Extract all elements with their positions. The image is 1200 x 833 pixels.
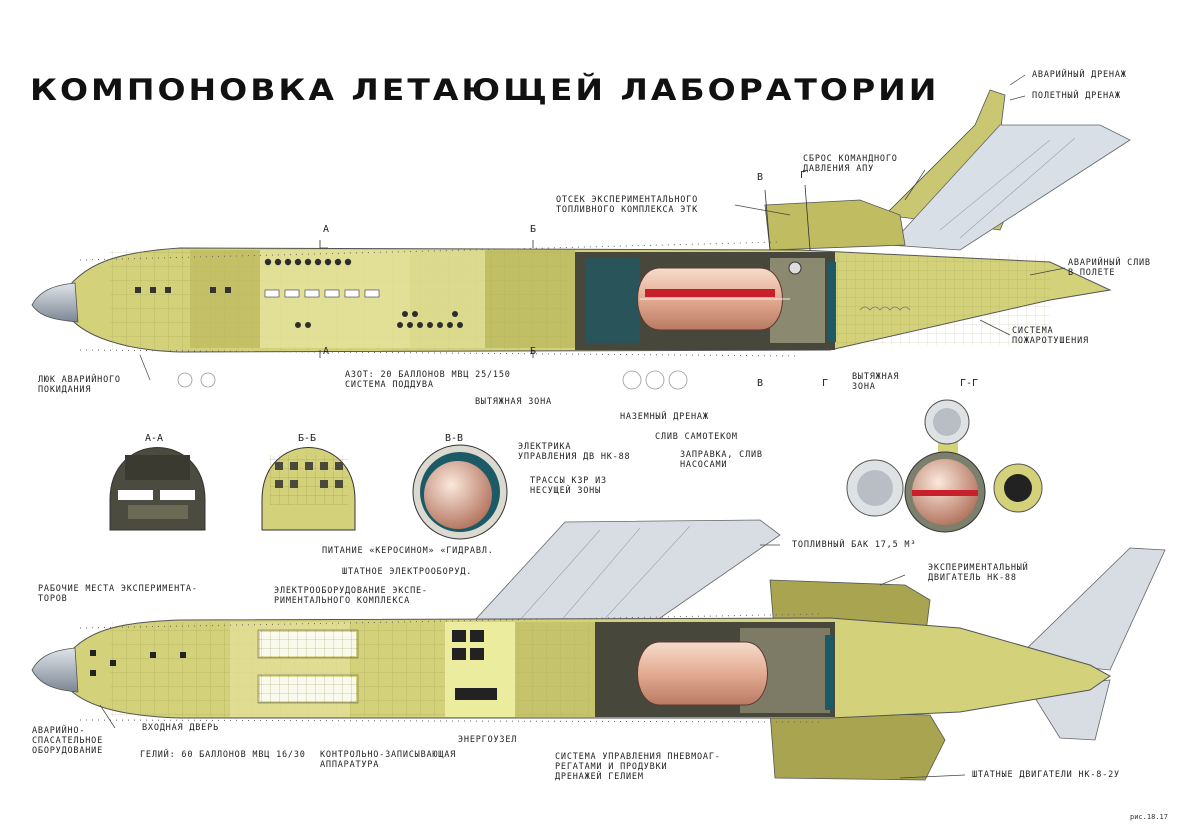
label-vent-zone-2: ВЫТЯЖНАЯ ЗОНА	[852, 372, 900, 392]
section-bb	[261, 447, 356, 531]
top-equipment-dots	[264, 258, 463, 328]
label-energy-unit: ЭНЕРГОУЗЕЛ	[458, 735, 518, 745]
bottom-engine-lower	[769, 711, 946, 781]
page-title: КОМПОНОВКА ЛЕТАЮЩЕЙ ЛАБОРАТОРИИ	[30, 72, 940, 108]
label-ground-drain: НАЗЕМНЫЙ ДРЕНАЖ	[620, 412, 709, 422]
label-flight-drain: ПОЛЕТНЫЙ ДРЕНАЖ	[1032, 91, 1121, 101]
top-seats	[264, 289, 380, 298]
label-fire-system: СИСТЕМА ПОЖАРОТУШЕНИЯ	[1012, 326, 1089, 346]
label-vent-zone-1: ВЫТЯЖНАЯ ЗОНА	[475, 397, 552, 407]
label-emergency-dump: АВАРИЙНЫЙ СЛИВ В ПОЛЕТЕ	[1068, 258, 1151, 278]
section-mark-a-bottom: А	[323, 346, 330, 357]
label-helium: ГЕЛИЙ: 60 баллонов МВЦ 16/30	[140, 750, 306, 760]
section-mark-v-bottom: В	[757, 378, 764, 389]
section-mark-a-top: А	[323, 224, 330, 235]
label-standard-engines: ШТАТНЫЕ ДВИГАТЕЛИ НК-8-2У	[972, 770, 1120, 780]
label-emergency-rescue: АВАРИЙНО- СПАСАТЕЛЬНОЕ ОБОРУДОВАНИЕ	[32, 726, 104, 756]
label-emergency-drain: АВАРИЙНЫЙ ДРЕНАЖ	[1032, 70, 1127, 80]
label-refuel-pumps: ЗАПРАВКА, СЛИВ НАСОСАМИ	[680, 450, 763, 470]
section-title-gg: Г-Г	[960, 378, 979, 389]
label-etc-compartment: ОТСЕК ЭКСПЕРИМЕНТАЛЬНОГО ТОПЛИВНОГО КОМП…	[556, 195, 699, 215]
label-cmd-pressure: СБРОС КОМАНДНОГО ДАВЛЕНИЯ АПУ	[803, 154, 898, 174]
section-mark-b-bottom: Б	[530, 346, 537, 357]
bottom-cryo-tank	[637, 641, 768, 706]
section-mark-g-top: Г	[800, 170, 807, 181]
bottom-nose-cone	[31, 647, 79, 693]
label-control-apparatus: КОНТРОЛЬНО-ЗАПИСЫВАЮЩАЯ АППАРАТУРА	[320, 750, 457, 770]
top-aircraft-section-view	[31, 89, 1131, 358]
section-mark-v-top: В	[757, 172, 764, 183]
label-supply-system: АЗОТ: 20 баллонов МВЦ 25/150 СИСТЕМА ПОД…	[345, 370, 511, 390]
label-electro-exp: ЭЛЕКТРООБОРУДОВАНИЕ ЭКСПЕ- РИМЕНТАЛЬНОГО…	[274, 586, 428, 606]
section-mark-g-bottom: Г	[822, 378, 829, 389]
leader-lines	[99, 74, 1066, 779]
label-fuel-tank: ТОПЛИВНЫЙ БАК 17,5 м³	[792, 540, 917, 550]
top-engine-nacelle	[764, 199, 906, 251]
label-routes: ТРАССЫ КЗР ИЗ НЕСУЩЕЙ ЗОНЫ	[530, 476, 607, 496]
label-pneumatic-control: СИСТЕМА УПРАВЛЕНИЯ ПНЕВМОАГ- РЕГАТАМИ И …	[555, 752, 721, 782]
section-title-aa: А-А	[145, 433, 164, 444]
section-aa	[109, 447, 206, 531]
bottom-aircraft-plan-view	[31, 519, 1166, 781]
section-title-bb: Б-Б	[298, 433, 317, 444]
label-exp-engine: ЭКСПЕРИМЕНТАЛЬНЫЙ ДВИГАТЕЛЬ НК-88	[928, 563, 1029, 583]
label-standard-electro: ШТАТНОЕ ЭЛЕКТРООБОРУД.	[342, 567, 473, 577]
bottom-wing	[474, 519, 781, 626]
label-tank-control: ЭЛЕКТРИКА УПРАВЛЕНИЯ ДВ НК-88	[518, 442, 631, 462]
label-gravity-drain: СЛИВ САМОТЕКОМ	[655, 432, 738, 442]
section-title-vv: В-В	[445, 433, 464, 444]
label-kerosene: ПИТАНИЕ «КЕРОСИНОМ» «ГИДРАВЛ.	[322, 546, 494, 556]
section-mark-b-top: Б	[530, 224, 537, 235]
top-nose-cone	[31, 282, 79, 323]
section-gg	[846, 399, 1043, 533]
section-vv	[412, 444, 508, 540]
figure-reference: рис.18.17	[1130, 813, 1168, 821]
label-work-places: РАБОЧИЕ МЕСТА ЭКСПЕРИМЕНТА- ТОРОВ	[38, 584, 198, 604]
label-escape-hatch: ЛЮК АВАРИЙНОГО ПОКИДАНИЯ	[38, 375, 121, 395]
top-stabilizer	[889, 124, 1131, 251]
label-entry-door: ВХОДНАЯ ДВЕРЬ	[142, 723, 219, 733]
